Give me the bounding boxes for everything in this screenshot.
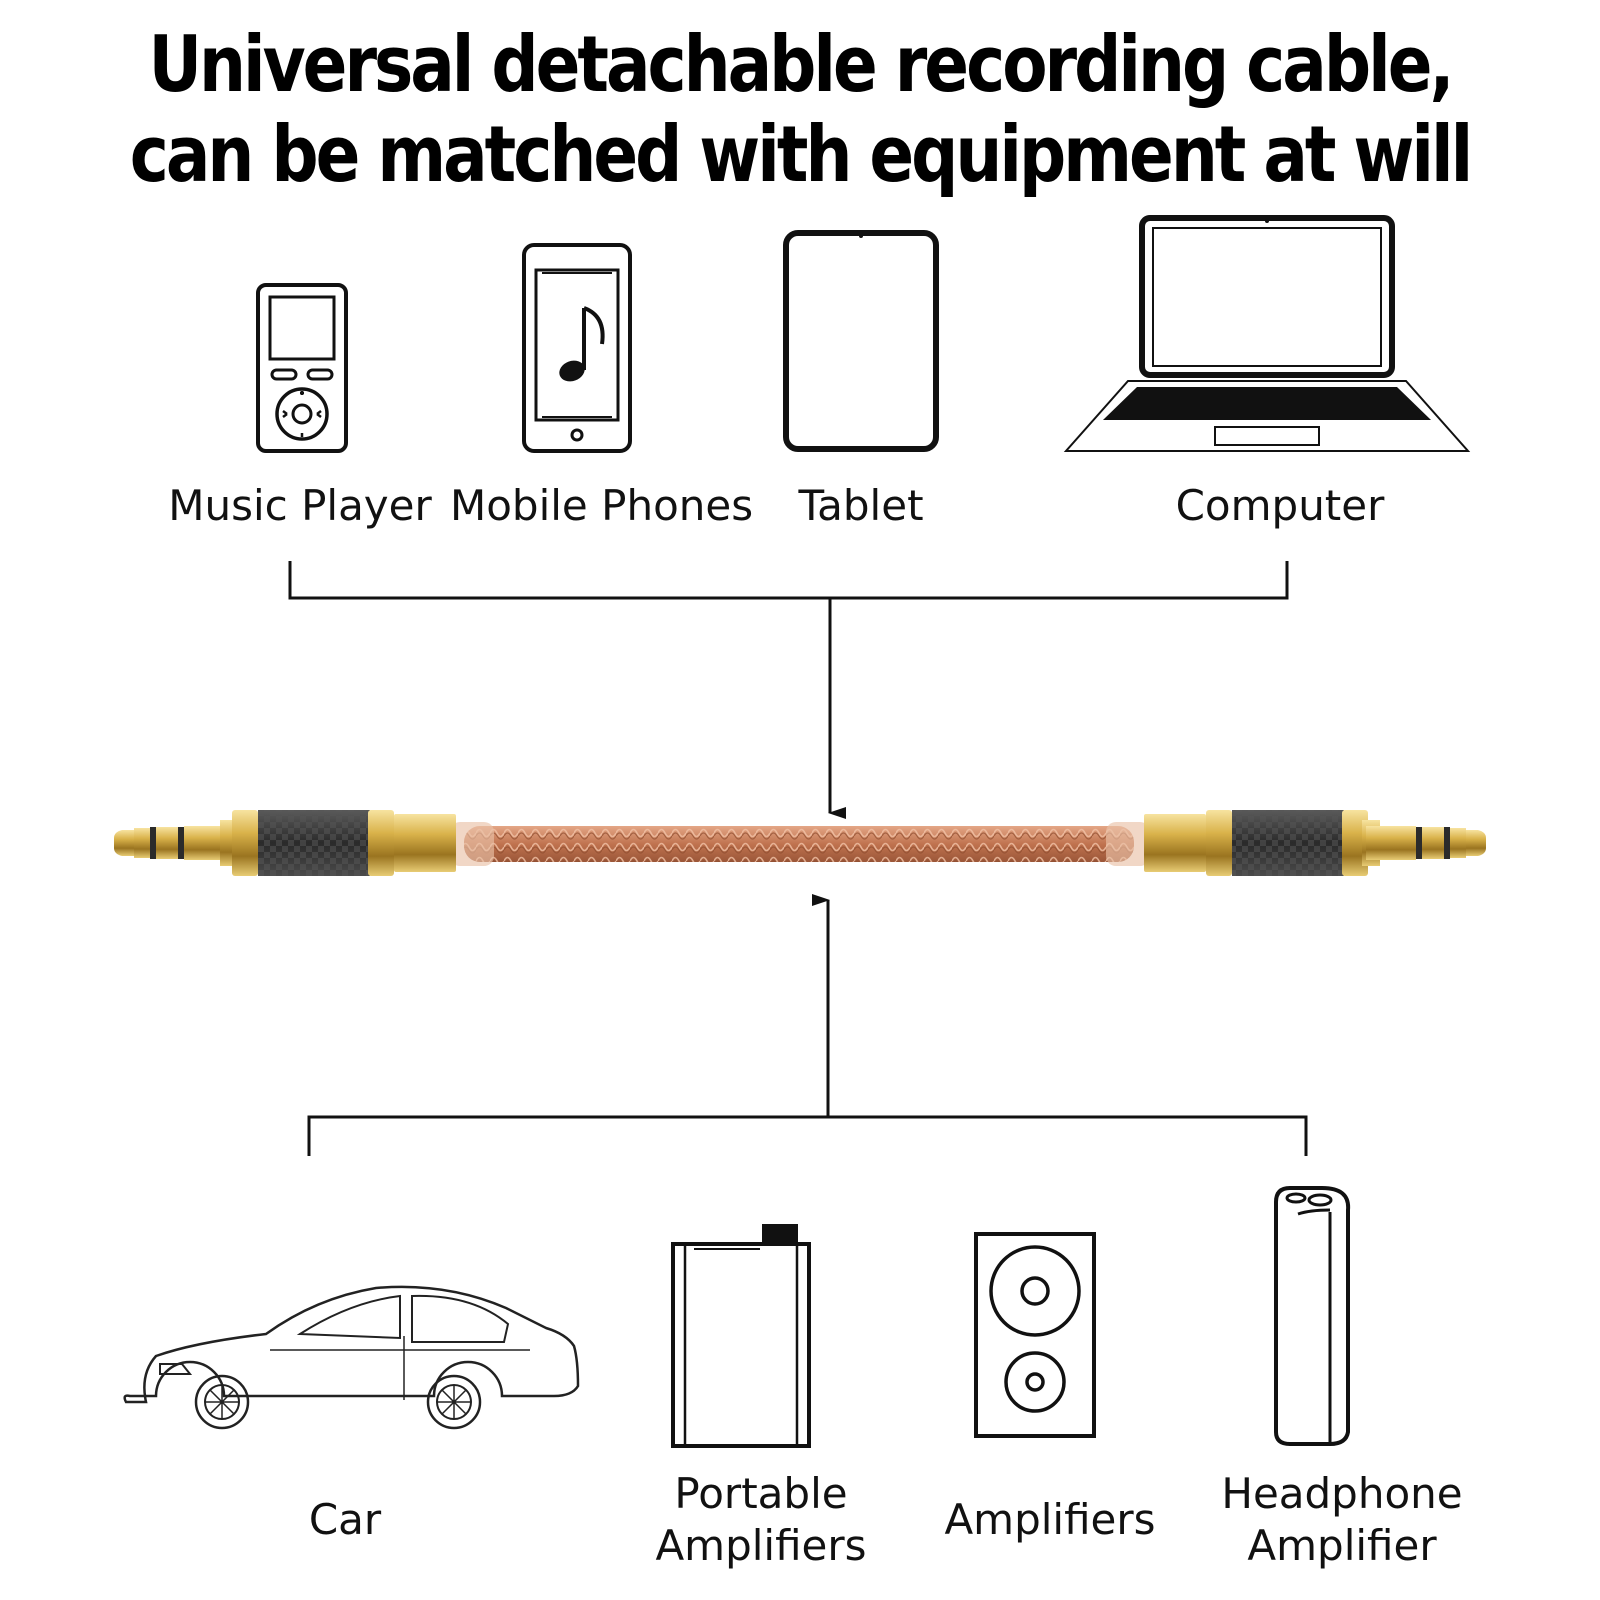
label-headphone-amplifier-line-2: Amplifier: [1247, 1521, 1437, 1570]
label-car: Car: [245, 1494, 445, 1546]
label-mobile-phones: Mobile Phones: [450, 481, 754, 530]
mobile-phone-icon: [522, 243, 632, 453]
label-car-line-1: Car: [308, 1495, 382, 1544]
left-plug: [114, 810, 456, 876]
top-bracket: [288, 561, 1289, 600]
label-headphone-amplifier-line-1: Headphone: [1221, 1469, 1463, 1518]
bottom-bracket: [307, 1115, 1308, 1156]
right-plug: [1144, 810, 1486, 876]
label-portable-amplifiers-line-2: Amplifiers: [655, 1521, 867, 1570]
audio-cable: [114, 810, 1486, 876]
label-computer: Computer: [1175, 481, 1385, 530]
label-portable-amplifiers-line-1: Portable: [674, 1469, 848, 1518]
headline-line-2: can be matched with equipment at will: [129, 108, 1473, 200]
label-amplifiers: Amplifiers: [900, 1494, 1200, 1546]
label-portable-amplifiers: Portable Amplifiers: [611, 1468, 911, 1572]
label-amplifiers-line-1: Amplifiers: [944, 1495, 1156, 1544]
laptop-icon: [1063, 215, 1471, 452]
speaker-icon: [974, 1232, 1096, 1438]
tablet-icon: [783, 230, 939, 452]
car-icon: [123, 1285, 580, 1430]
label-headphone-amplifier: Headphone Amplifier: [1192, 1468, 1492, 1572]
headphone-amplifier-icon: [1274, 1186, 1351, 1446]
portable-amplifier-icon: [671, 1224, 811, 1448]
label-tablet: Tablet: [798, 481, 924, 530]
headline-line-1: Universal detachable recording cable,: [148, 18, 1454, 110]
music-player-icon: [256, 283, 348, 453]
label-music-player: Music Player: [168, 481, 432, 530]
